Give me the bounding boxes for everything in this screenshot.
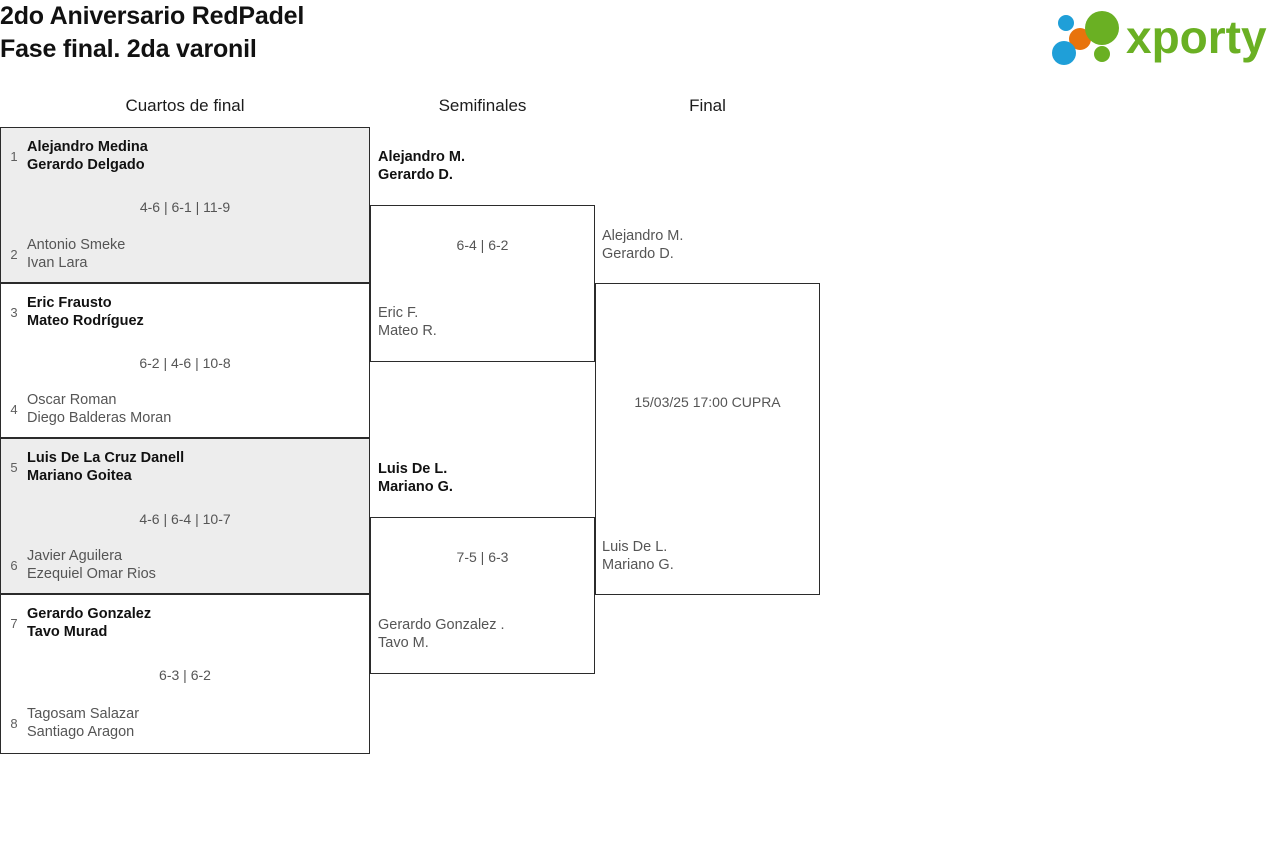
team-names: Eric Frausto Mateo Rodríguez bbox=[27, 295, 144, 329]
match-quarterfinal-4[interactable]: 7 Gerardo Gonzalez Tavo Murad 6-3 | 6-2 … bbox=[0, 594, 370, 754]
team-names: Antonio Smeke Ivan Lara bbox=[27, 237, 126, 271]
match-final[interactable]: 15/03/25 17:00 CUPRA bbox=[595, 283, 820, 595]
logo-wordmark: xporty bbox=[1126, 11, 1267, 63]
seed-number: 8 bbox=[10, 715, 18, 731]
match-score: 6-3 | 6-2 bbox=[159, 667, 211, 683]
logo-dot-green-large bbox=[1085, 11, 1119, 45]
final-schedule: 15/03/25 17:00 CUPRA bbox=[634, 394, 781, 410]
match-score: 6-4 | 6-2 bbox=[456, 237, 509, 253]
match-team-top[interactable]: 1 Alejandro Medina Gerardo Delgado bbox=[1, 138, 371, 174]
semifinal-1-team-top[interactable]: Alejandro M. Gerardo D. bbox=[378, 149, 466, 183]
match-team-bottom[interactable]: 6 Javier Aguilera Ezequiel Omar Rios bbox=[1, 547, 371, 583]
match-team-bottom[interactable]: 8 Tagosam Salazar Santiago Aragon bbox=[1, 705, 371, 741]
match-semifinal-1[interactable]: 6-4 | 6-2 bbox=[370, 205, 595, 362]
match-team-bottom[interactable]: 2 Antonio Smeke Ivan Lara bbox=[1, 236, 371, 272]
match-quarterfinal-3[interactable]: 5 Luis De La Cruz Danell Mariano Goitea … bbox=[0, 438, 370, 594]
match-team-top[interactable]: 3 Eric Frausto Mateo Rodríguez bbox=[1, 294, 371, 330]
team-names: Gerardo Gonzalez Tavo Murad bbox=[27, 606, 152, 640]
xporty-logo[interactable]: xporty bbox=[1044, 6, 1274, 68]
seed-number: 2 bbox=[10, 246, 18, 262]
team-names: Alejandro Medina Gerardo Delgado bbox=[27, 139, 148, 173]
round-header-quarterfinals: Cuartos de final bbox=[125, 96, 245, 115]
match-semifinal-2[interactable]: 7-5 | 6-3 bbox=[370, 517, 595, 674]
match-quarterfinal-2[interactable]: 3 Eric Frausto Mateo Rodríguez 6-2 | 4-6… bbox=[0, 283, 370, 438]
seed-number: 5 bbox=[10, 459, 18, 475]
match-quarterfinal-1[interactable]: 1 Alejandro Medina Gerardo Delgado 4-6 |… bbox=[0, 127, 370, 283]
round-header-semifinals: Semifinales bbox=[438, 96, 527, 115]
seed-number: 6 bbox=[10, 557, 18, 573]
page-title: 2do Aniversario RedPadel Fase final. 2da… bbox=[0, 0, 900, 66]
team-names: Luis De La Cruz Danell Mariano Goitea bbox=[27, 450, 185, 484]
match-score: 7-5 | 6-3 bbox=[456, 549, 509, 565]
seed-number: 1 bbox=[10, 148, 18, 164]
match-team-top[interactable]: 5 Luis De La Cruz Danell Mariano Goitea bbox=[1, 449, 371, 485]
final-team-top[interactable]: Alejandro M. Gerardo D. bbox=[602, 228, 684, 262]
xporty-logo-svg: xporty bbox=[1052, 11, 1267, 65]
match-team-bottom[interactable]: 4 Oscar Roman Diego Balderas Moran bbox=[1, 391, 371, 427]
match-score: 4-6 | 6-4 | 10-7 bbox=[139, 511, 231, 527]
logo-dot-blue-large bbox=[1052, 41, 1076, 65]
tournament-phase: Fase final. 2da varonil bbox=[0, 35, 257, 63]
team-names: Oscar Roman Diego Balderas Moran bbox=[27, 392, 172, 426]
seed-number: 3 bbox=[10, 304, 18, 320]
tournament-name: 2do Aniversario RedPadel bbox=[0, 2, 305, 30]
match-score: 6-2 | 4-6 | 10-8 bbox=[139, 355, 231, 371]
match-team-top[interactable]: 7 Gerardo Gonzalez Tavo Murad bbox=[1, 605, 371, 641]
seed-number: 7 bbox=[10, 615, 18, 631]
round-header-final: Final bbox=[689, 96, 726, 115]
semifinal-1-team-bottom[interactable]: Eric F. Mateo R. bbox=[378, 305, 437, 339]
semifinal-2-team-bottom[interactable]: Gerardo Gonzalez . Tavo M. bbox=[378, 617, 505, 651]
seed-number: 4 bbox=[10, 401, 18, 417]
team-names: Javier Aguilera Ezequiel Omar Rios bbox=[27, 548, 156, 582]
semifinal-2-team-top[interactable]: Luis De L. Mariano G. bbox=[378, 461, 453, 495]
logo-dot-green-small bbox=[1094, 46, 1110, 62]
final-team-bottom[interactable]: Luis De L. Mariano G. bbox=[602, 539, 674, 573]
logo-dot-blue-small bbox=[1058, 15, 1074, 31]
logo-dot-orange bbox=[1069, 28, 1091, 50]
team-names: Tagosam Salazar Santiago Aragon bbox=[27, 706, 140, 740]
match-score: 4-6 | 6-1 | 11-9 bbox=[139, 199, 231, 215]
